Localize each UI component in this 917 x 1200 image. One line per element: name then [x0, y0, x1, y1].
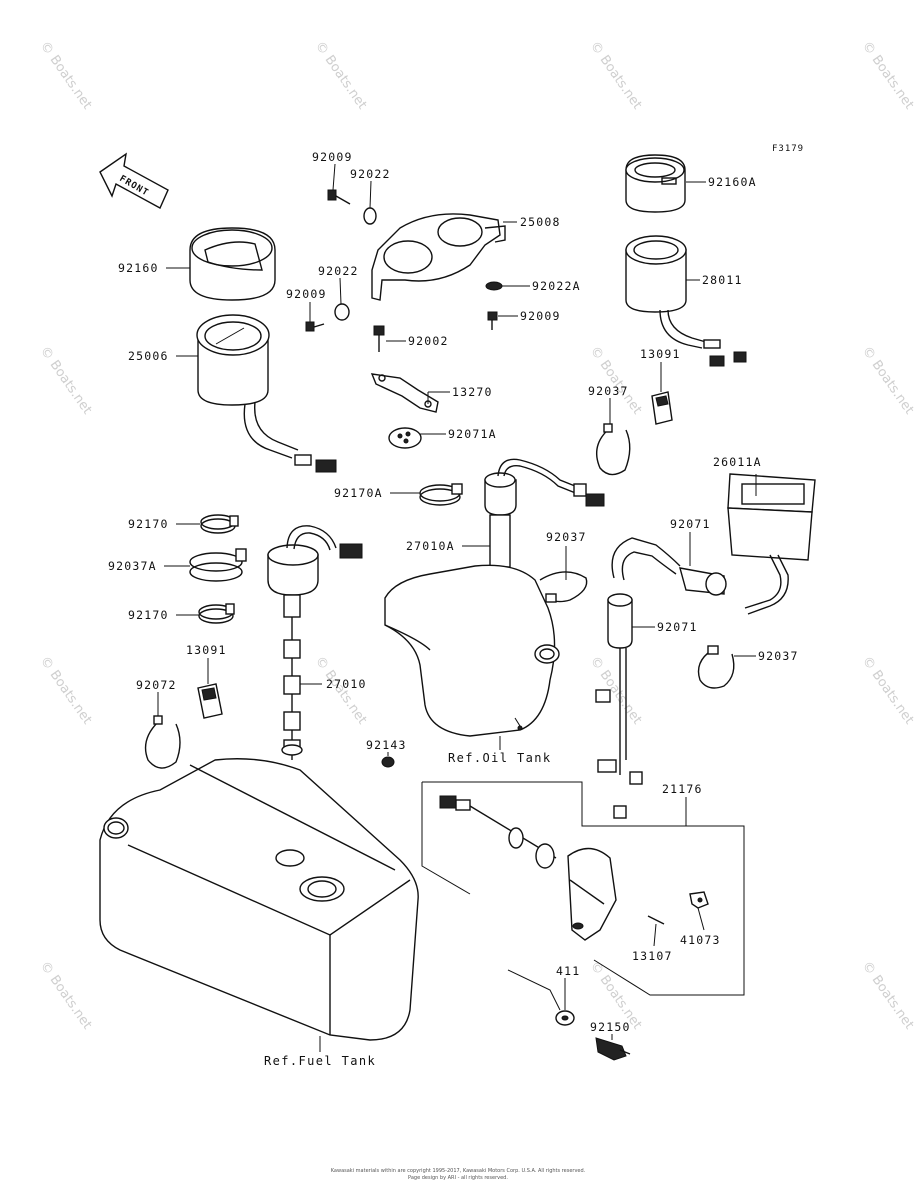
ref-oil-tank: Ref.Oil Tank — [448, 751, 552, 765]
label-13091: 13091 — [640, 347, 681, 361]
label-13107: 13107 — [632, 949, 673, 963]
sender-21176 — [439, 795, 617, 941]
watermark: © Boats.net — [859, 959, 917, 1033]
display-unit-26011A — [727, 473, 816, 615]
bolt-92009-right — [487, 311, 498, 330]
washer-92022-top — [363, 207, 377, 225]
oil-tank — [384, 564, 560, 737]
watermark: © Boats.net — [587, 344, 645, 418]
part-labels: 92009 92022 25008 92022 92022A 92009 920… — [108, 150, 799, 1068]
plate-13270 — [370, 373, 439, 413]
label-92037: 92037 — [758, 649, 799, 663]
label-92170: 92170 — [128, 608, 169, 622]
label-92037: 92037 — [588, 384, 629, 398]
watermark: © Boats.net — [859, 39, 917, 113]
label-92022: 92022 — [318, 264, 359, 278]
watermark: © Boats.net — [859, 654, 917, 728]
label-92037A: 92037A — [108, 559, 157, 573]
washer-92022A — [485, 281, 503, 291]
clamp-92072 — [144, 715, 181, 769]
clamp-92037-top — [596, 423, 631, 476]
watermark: © Boats.net — [587, 39, 645, 113]
watermark: © Boats.net — [859, 344, 917, 418]
grommet-92143 — [381, 756, 395, 768]
ref-fuel-tank: Ref.Fuel Tank — [264, 1054, 376, 1068]
label-92071: 92071 — [657, 620, 698, 634]
label-92160A: 92160A — [708, 175, 757, 189]
watermark: © Boats.net — [37, 344, 95, 418]
bolt-92009-top — [327, 189, 351, 205]
label-92150: 92150 — [590, 1020, 631, 1034]
label-13091: 13091 — [186, 643, 227, 657]
leader-lines — [157, 163, 757, 1052]
label-25008: 25008 — [520, 215, 561, 229]
label-13270: 13270 — [452, 385, 493, 399]
footer-design-credit: Page design by ARI - all rights reserved… — [408, 1175, 508, 1181]
label-92071: 92071 — [670, 517, 711, 531]
label-92170A: 92170A — [334, 486, 383, 500]
label-92009: 92009 — [312, 150, 353, 164]
label-92009: 92009 — [286, 287, 327, 301]
clamp-92170-b — [198, 603, 235, 624]
clamp-92170-a — [200, 514, 239, 534]
filler-cap-92071-b — [595, 593, 643, 819]
label-25006: 25006 — [128, 349, 169, 363]
bolt-92150 — [595, 1037, 631, 1061]
pin-13107 — [647, 915, 665, 925]
meter-bracket — [371, 213, 506, 301]
watermark: © Boats.net — [37, 654, 95, 728]
clamp-92170A — [419, 483, 463, 506]
meter-cover-92160 — [189, 227, 276, 301]
diagram-code: F3179 — [772, 144, 804, 154]
washer-92022-mid — [334, 303, 350, 321]
label-21176: 21176 — [662, 782, 703, 796]
label-92072: 92072 — [136, 678, 177, 692]
watermark: © Boats.net — [37, 959, 95, 1033]
label-28011: 28011 — [702, 273, 743, 287]
label-26011A: 26011A — [713, 455, 762, 469]
label-92022: 92022 — [350, 167, 391, 181]
label-92170: 92170 — [128, 517, 169, 531]
front-arrow-icon: FRONT — [99, 152, 169, 209]
fuel-tank — [99, 758, 419, 1041]
label-92037: 92037 — [546, 530, 587, 544]
bolt-92002 — [373, 325, 385, 352]
washer-411 — [555, 1010, 575, 1026]
label-92071A: 92071A — [448, 427, 497, 441]
label-27010A: 27010A — [406, 539, 455, 553]
fuel-gauge-sender-27010 — [267, 525, 363, 760]
gauge-cover-92160A — [625, 154, 686, 213]
bolt-92009-mid — [305, 321, 325, 332]
watermark: © Boats.net — [312, 39, 370, 113]
label-411: 411 — [556, 964, 580, 978]
clamp-92037-mid — [539, 571, 588, 603]
label-92022A: 92022A — [532, 279, 581, 293]
connector-13091-top — [651, 391, 673, 425]
watermark: © Boats.net — [37, 39, 95, 113]
gauge-28011 — [625, 235, 747, 367]
label-92160: 92160 — [118, 261, 159, 275]
assembly-box-21176 — [421, 781, 745, 1011]
label-92009: 92009 — [520, 309, 561, 323]
label-27010: 27010 — [326, 677, 367, 691]
oil-level-sensor-27010A — [484, 458, 605, 635]
clip-41073 — [689, 891, 709, 909]
connector-13091-left — [197, 683, 223, 719]
label-41073: 41073 — [680, 933, 721, 947]
footer-copyright: Kawasaki materials within are copyright … — [331, 1168, 586, 1174]
clamp-92037-right — [697, 645, 735, 689]
speedometer-25006 — [196, 314, 337, 473]
label-92002: 92002 — [408, 334, 449, 348]
clamp-92037A — [189, 548, 247, 582]
grommet-92071A — [388, 427, 422, 449]
hose-92071-a — [611, 537, 727, 596]
label-92143: 92143 — [366, 738, 407, 752]
